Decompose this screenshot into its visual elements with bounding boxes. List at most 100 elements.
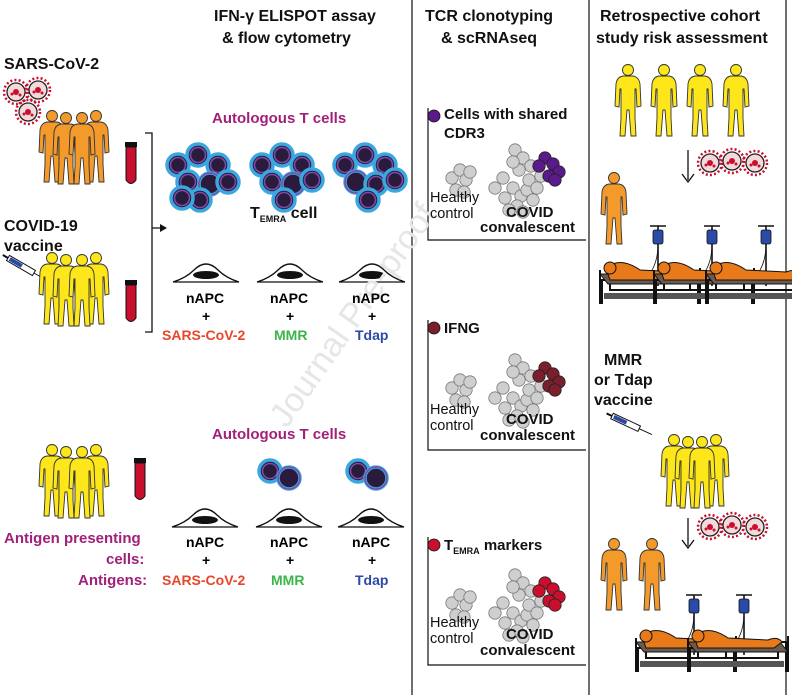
col1-title-line1: IFN-γ ELISPOT assay [214, 8, 376, 25]
control-label: control [430, 418, 474, 434]
patient-group-yellow-icon [38, 252, 110, 327]
legend-ifng: IFNG [444, 320, 480, 337]
apc-cell-icon [255, 508, 323, 528]
cell-dot [457, 395, 471, 409]
antigen-tdap-label: Tdap [355, 572, 389, 588]
vaccine-label-line2: or Tdap [594, 372, 653, 389]
healthy-label: Healthy [430, 402, 480, 418]
col1-title-line2: & flow cytometry [222, 30, 351, 47]
cell-dot [516, 630, 530, 644]
covid-vaccine-label-line2: vaccine [4, 238, 63, 255]
apc-cell-icon [256, 263, 324, 283]
covid-label: COVID [506, 204, 554, 221]
cell-dot [502, 628, 516, 642]
umap-scatter [445, 568, 566, 644]
col3-title-line1: Retrospective cohort [600, 8, 761, 25]
cell-dot [530, 181, 544, 195]
plus-label: + [202, 552, 211, 568]
cell-dot [463, 375, 477, 389]
highlighted-cell-dot [548, 598, 562, 612]
bracket [145, 132, 162, 333]
cell-dot [526, 618, 540, 632]
sars-cov-2-label: SARS-CoV-2 [4, 56, 100, 73]
cell-dot [506, 606, 520, 620]
plus-label: + [286, 308, 295, 324]
napc-label: nAPC [186, 534, 225, 550]
legend-dot-red [427, 538, 441, 552]
vaccine-label-line1: MMR [604, 352, 643, 369]
antigen-sars-label: SARS-CoV-2 [162, 572, 246, 588]
cell-dot [502, 413, 516, 427]
cell-dot [502, 203, 516, 217]
col2-title-line1: TCR clonotyping [425, 8, 553, 25]
umap-scatter [445, 143, 566, 219]
legend-dot-purple [427, 109, 441, 123]
cell-dot [488, 181, 502, 195]
t-cell-pair [345, 458, 389, 491]
antigen-sars-label: SARS-CoV-2 [162, 327, 246, 343]
syringe-icon [606, 412, 653, 436]
hospital-bed-icon [706, 262, 792, 304]
highlighted-cell-dot [548, 173, 562, 187]
highlighted-cell-dot [548, 383, 562, 397]
patient-orange-icon [600, 172, 628, 245]
panel-axes [427, 320, 586, 451]
apc-row-label-line2: cells: [106, 551, 145, 568]
cell-dot [506, 580, 520, 594]
arrow-down-icon [681, 150, 695, 184]
umap-scatter [445, 353, 566, 429]
antigen-mmr-label: MMR [271, 572, 305, 588]
cell-dot [506, 391, 520, 405]
t-cell-pair [257, 458, 302, 491]
legend-dot-maroon [427, 321, 441, 335]
covid-vaccine-label-line1: COVID-19 [4, 218, 78, 235]
cell-dot [488, 391, 502, 405]
cell-dot [530, 391, 544, 405]
t-cell-cluster [249, 142, 325, 213]
convalescent-label: convalescent [480, 642, 576, 659]
highlighted-cell-dot [532, 584, 546, 598]
cell-dot [445, 171, 459, 185]
antigen-mmr-label: MMR [274, 327, 308, 343]
cell-dot [506, 181, 520, 195]
virus-icon [2, 76, 52, 126]
control-label: control [430, 631, 474, 647]
cell-dot [506, 365, 520, 379]
autologous-t-cells-label: Autologous T cells [212, 426, 347, 443]
cell-dot [445, 381, 459, 395]
patient-group-yellow-icon [614, 64, 750, 137]
col2-title-line2: & scRNAseq [441, 30, 538, 47]
apc-cell-icon [171, 508, 239, 528]
highlighted-cell-dot [532, 369, 546, 383]
virus-icon [696, 511, 769, 541]
napc-label: nAPC [270, 534, 309, 550]
cell-dot [457, 610, 471, 624]
syringe-icon [2, 254, 47, 281]
napc-label: nAPC [186, 290, 225, 306]
antigen-tdap-label: Tdap [355, 327, 389, 343]
t-cell-cluster [332, 142, 408, 213]
cell-dot [506, 155, 520, 169]
napc-label: nAPC [270, 290, 309, 306]
t-cell-cluster [165, 142, 241, 213]
napc-label: nAPC [352, 534, 391, 550]
hospital-bed-icon [688, 630, 788, 672]
patient-orange-icon [600, 538, 666, 611]
temra-cell-label: TEMRA cell [250, 205, 318, 225]
cell-dot [488, 606, 502, 620]
blood-tube-icon [124, 141, 138, 184]
cell-dot [526, 403, 540, 417]
cell-dot [530, 606, 544, 620]
convalescent-label: convalescent [480, 219, 576, 236]
cell-dot [463, 590, 477, 604]
convalescent-label: convalescent [480, 427, 576, 444]
cell-dot [498, 191, 512, 205]
covid-label: COVID [506, 411, 554, 428]
cell-dot [522, 383, 536, 397]
virus-icon [696, 147, 769, 177]
autologous-t-cells-label: Autologous T cells [212, 110, 347, 127]
arrow-down-icon [681, 518, 695, 550]
panel-axes [427, 108, 586, 241]
